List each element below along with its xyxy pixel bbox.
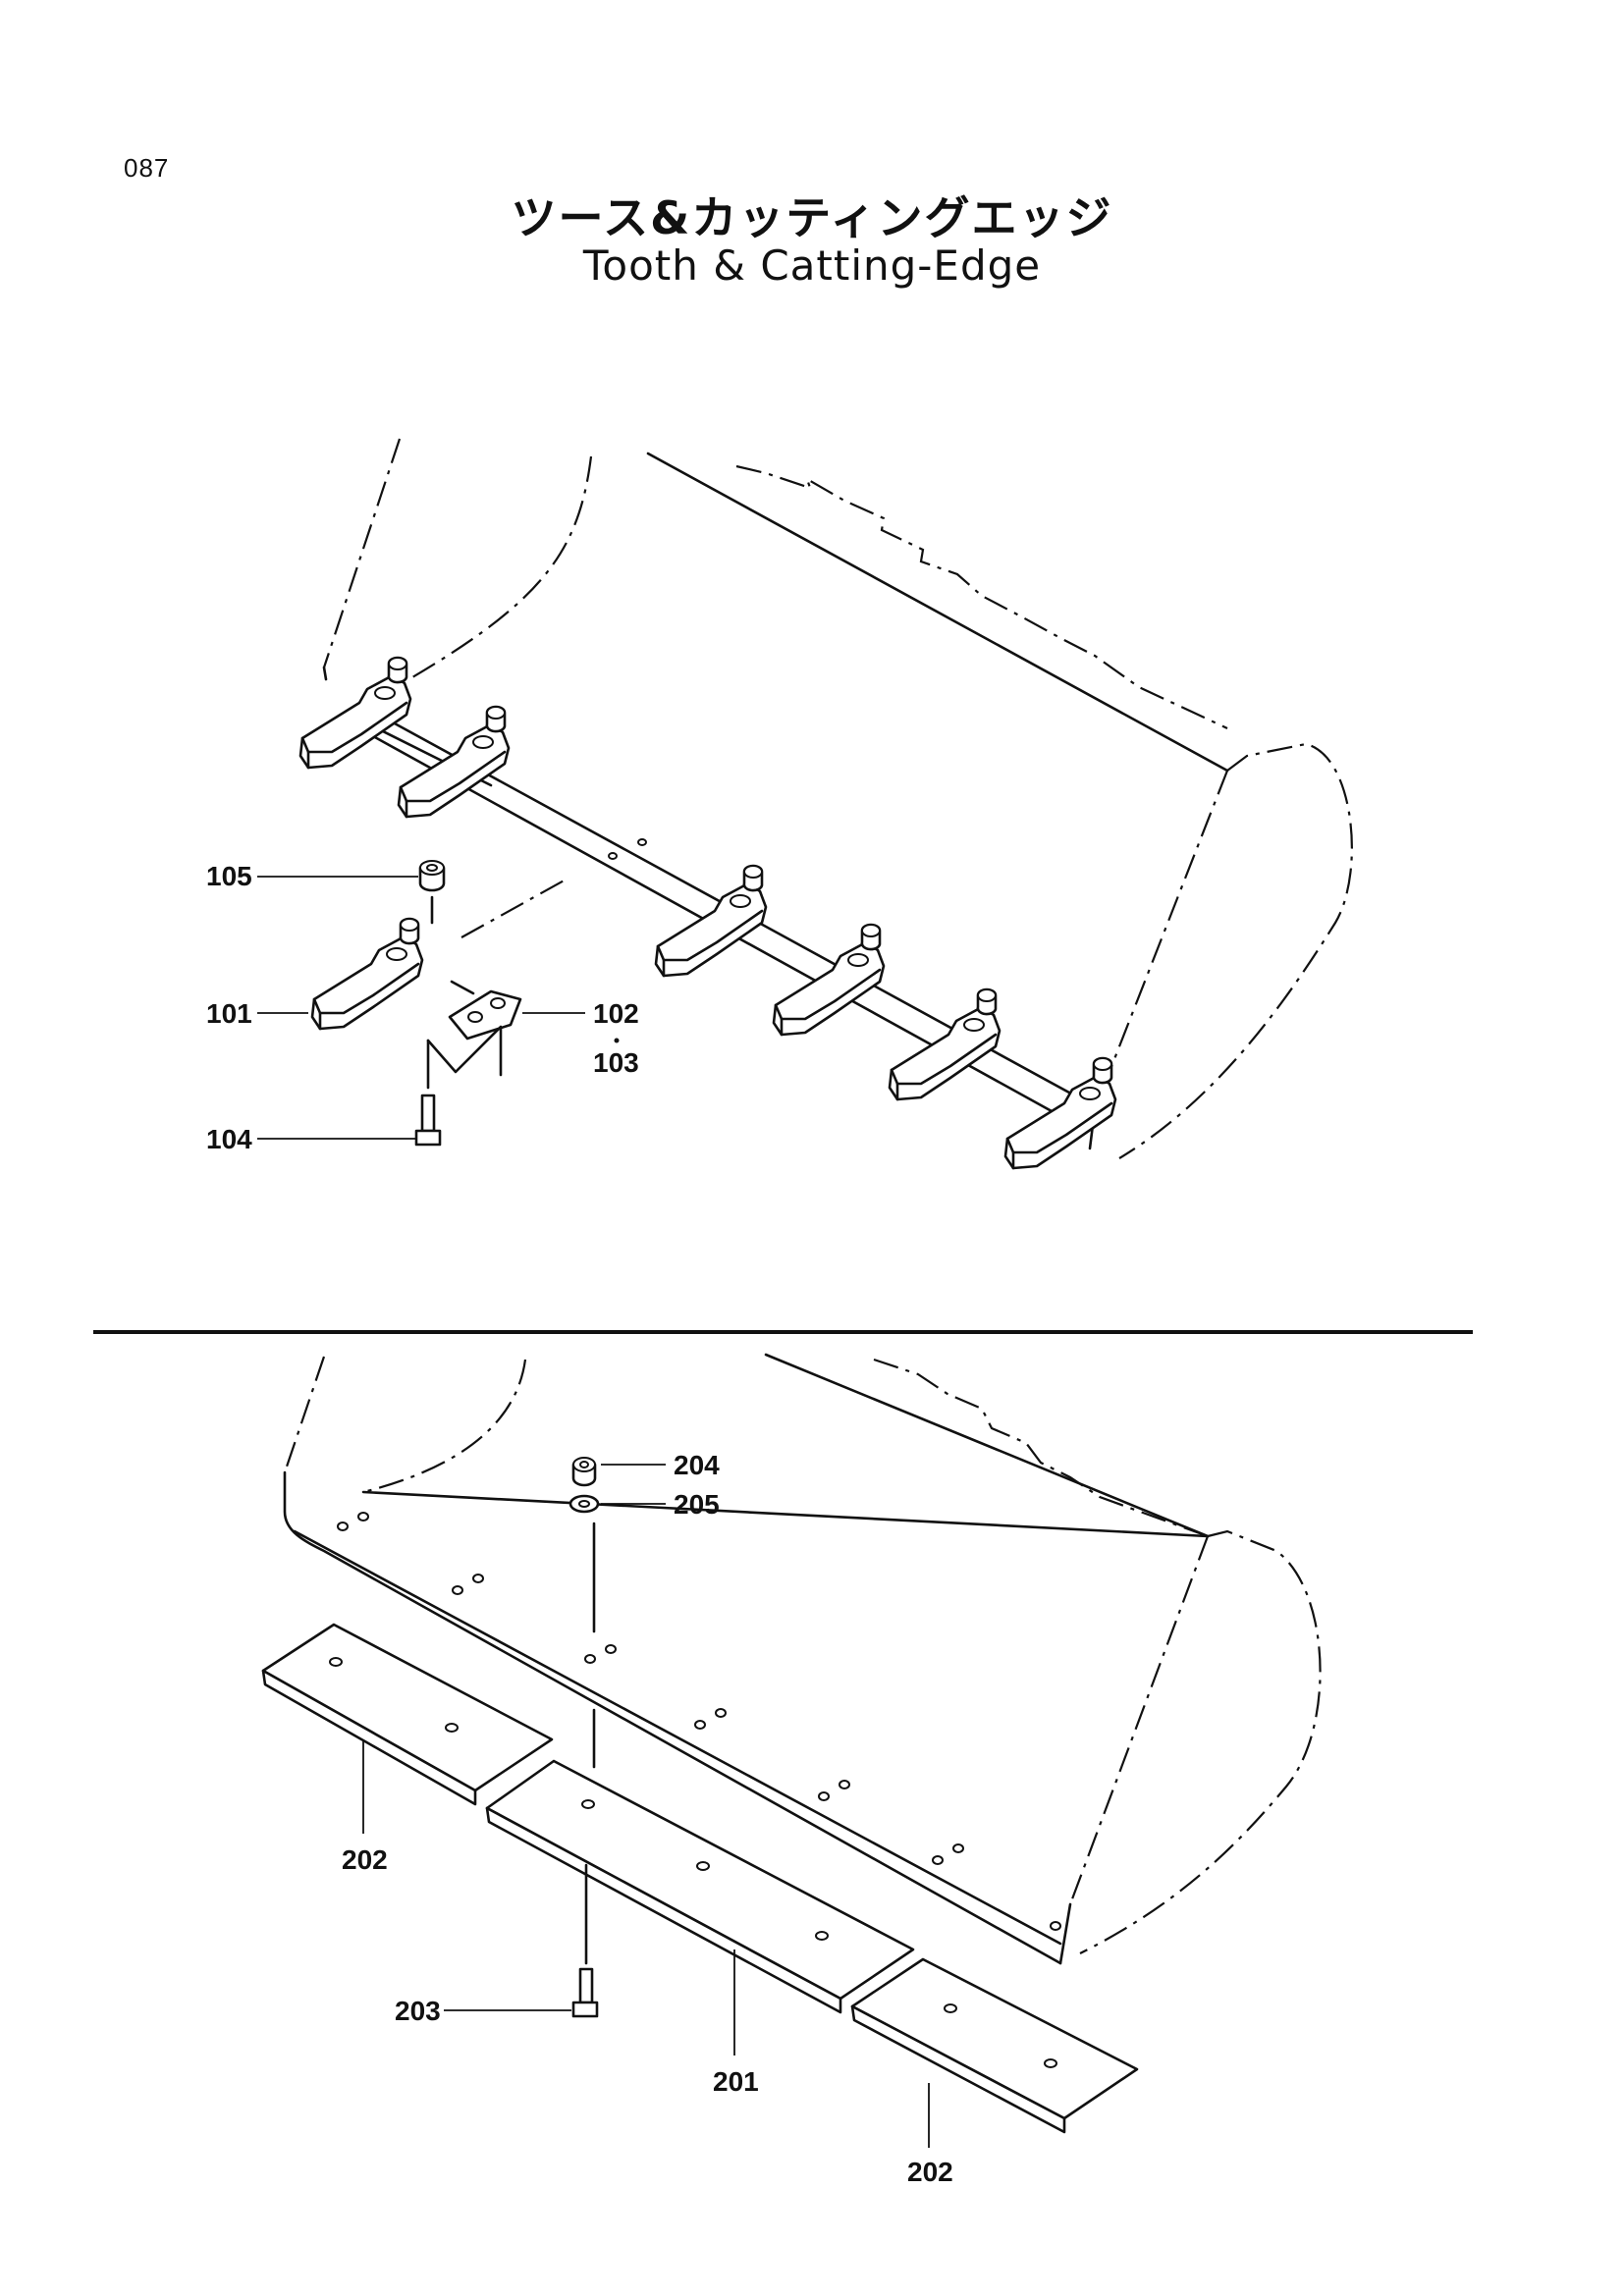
callout-204: 204	[674, 1450, 720, 1480]
page-number: 087	[124, 153, 170, 183]
callout-103: 103	[593, 1047, 639, 1078]
callout-202-left: 202	[342, 1844, 388, 1875]
callout-104: 104	[206, 1124, 252, 1154]
part-105-nut	[418, 860, 446, 892]
callout-203: 203	[395, 1996, 441, 2026]
part-202-left-edge	[261, 1623, 554, 1806]
callout-102: 102	[593, 998, 639, 1029]
callout-201: 201	[713, 2066, 759, 2097]
part-204-nut	[571, 1457, 597, 1487]
callout-205: 205	[674, 1489, 720, 1520]
part-201-center-edge	[485, 1759, 915, 2014]
upper-bucket-view	[257, 438, 1353, 1170]
part-203-bolt	[571, 1967, 599, 2018]
title-japanese: ツース&カッティングエッジ	[511, 191, 1113, 244]
callout-202-right: 202	[907, 2157, 953, 2187]
lower-bucket-view	[261, 1353, 1322, 2148]
part-104-bolt	[414, 1094, 442, 1147]
title-english: Tooth & Catting-Edge	[582, 241, 1042, 290]
part-205-washer	[568, 1494, 600, 1514]
callout-101: 101	[206, 998, 252, 1029]
part-101-tooth	[310, 917, 424, 1031]
part-202-right-edge	[850, 1957, 1139, 2134]
callout-labels: 105 101 102 103 104 204 205 202 203 201 …	[206, 861, 953, 2187]
callout-105: 105	[206, 861, 252, 891]
part-102-shim	[448, 989, 522, 1041]
